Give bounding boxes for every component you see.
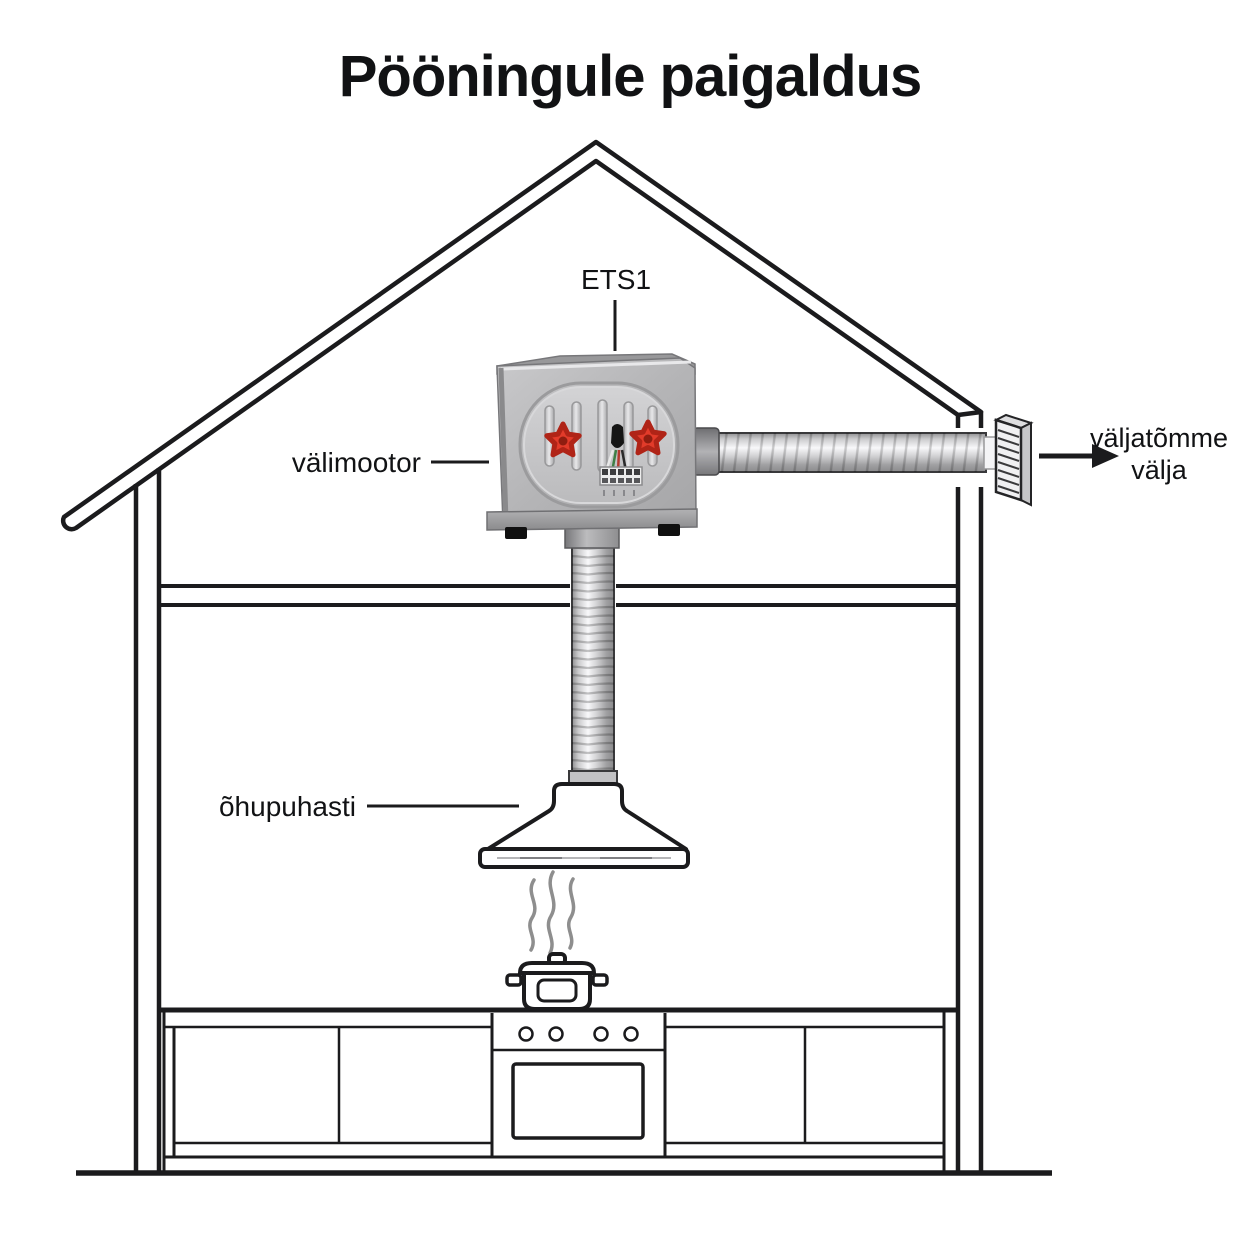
red-knob-left — [544, 421, 582, 458]
valjatomme-label-line1: väljatõmme — [1090, 423, 1228, 453]
external-motor-unit — [486, 353, 720, 549]
stove-knob — [548, 1026, 564, 1042]
stove-knob — [623, 1026, 639, 1042]
motor-oval-panel-outer — [518, 381, 680, 509]
motor-foot-left — [505, 527, 527, 539]
vent-grille — [993, 413, 1034, 507]
leader-lines — [367, 300, 617, 808]
steam-wave — [566, 877, 576, 950]
hood-body — [486, 782, 688, 851]
stove — [492, 1026, 665, 1140]
stove-knob — [518, 1026, 534, 1042]
oven-door — [511, 1062, 645, 1140]
arrow-head — [1092, 444, 1119, 468]
terminal-block — [599, 466, 643, 496]
cooker-hood — [478, 782, 690, 869]
pot-label-window — [536, 978, 578, 1003]
ohupuhasti-label: õhupuhasti — [219, 791, 356, 822]
grille-side-panel — [1020, 421, 1032, 507]
page-title: Pööningule paigaldus — [339, 44, 922, 109]
motor-box-left-shade — [498, 367, 509, 522]
motor-duct-collar — [692, 427, 720, 476]
valimootor-label: välimootor — [292, 447, 421, 478]
horizontal-duct — [699, 432, 1007, 473]
steam-lines — [528, 870, 576, 955]
steam-wave — [528, 878, 537, 952]
stove-knob — [593, 1026, 609, 1042]
pot-handle-right — [591, 973, 609, 987]
attic-floor-band — [157, 584, 956, 607]
motor-box-top-highlight — [500, 360, 692, 371]
exhaust-arrow — [1039, 444, 1119, 468]
roof-band — [60, 139, 984, 532]
valjatomme-label-line2: välja — [1131, 455, 1188, 485]
cooking-pot — [505, 952, 609, 1011]
pot-handle-left — [505, 973, 523, 987]
pot-lid — [517, 961, 597, 975]
ets1-label: ETS1 — [581, 264, 651, 295]
steam-wave — [546, 870, 556, 955]
house-structure — [60, 139, 1052, 1176]
motor-base-plate — [486, 508, 698, 531]
motor-foot-right — [658, 524, 680, 536]
red-knob-right — [629, 419, 667, 456]
vertical-duct — [568, 535, 618, 785]
grille-louvers — [997, 429, 1020, 494]
